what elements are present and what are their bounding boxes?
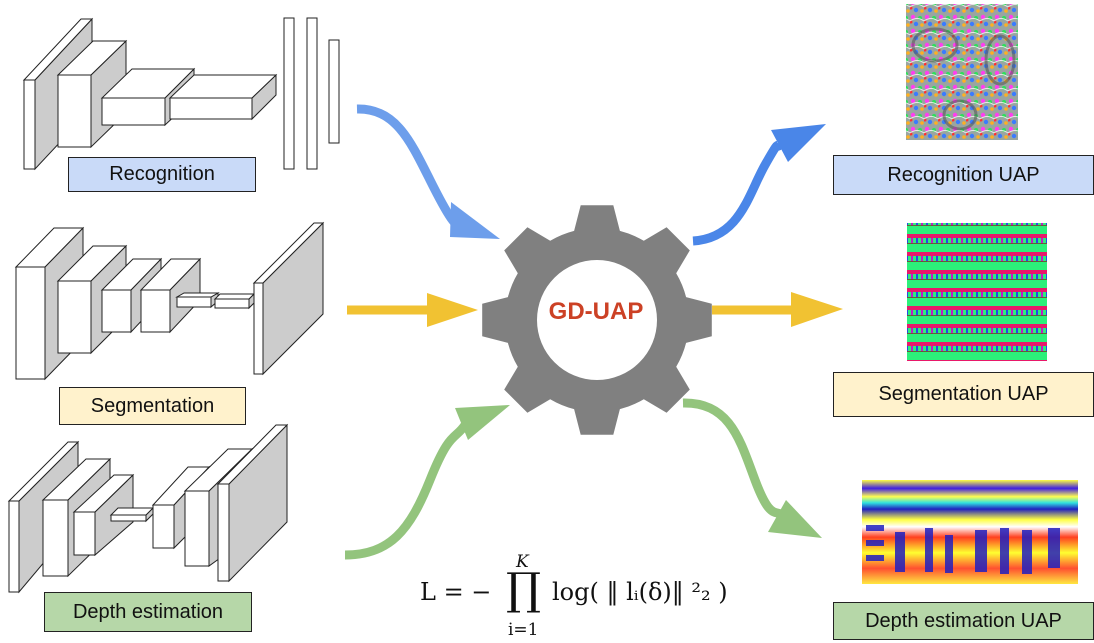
segmentation-label: Segmentation bbox=[59, 387, 246, 425]
gear-icon bbox=[482, 205, 712, 435]
recognition-network bbox=[22, 17, 340, 171]
recognition-uap-label: Recognition UAP bbox=[833, 155, 1094, 195]
arrow-depth-in bbox=[344, 405, 510, 560]
gear-body bbox=[482, 205, 712, 435]
depth-network bbox=[7, 423, 289, 594]
formula-lhs: L = − bbox=[420, 578, 492, 606]
depth-estimation-uap-label: Depth estimation UAP bbox=[833, 602, 1094, 640]
formula-product-symbol: ∏ bbox=[506, 564, 542, 615]
segmentation-uap-label: Segmentation UAP bbox=[833, 372, 1094, 417]
depth-estimation-label: Depth estimation bbox=[44, 592, 252, 632]
segmentation-network bbox=[14, 221, 325, 381]
formula-upper-limit: K bbox=[516, 552, 529, 572]
recognition-uap-image bbox=[906, 4, 1018, 140]
arrow-segmentation-out bbox=[712, 292, 843, 327]
formula-lower-limit: i=1 bbox=[508, 620, 539, 640]
segmentation-uap-image bbox=[907, 223, 1047, 361]
depth-uap-image bbox=[862, 480, 1078, 584]
arrow-recognition-out bbox=[692, 124, 826, 246]
arrow-depth-out bbox=[682, 398, 822, 538]
arrow-recognition-in bbox=[356, 104, 500, 239]
arrow-segmentation-in bbox=[347, 293, 478, 327]
recognition-label: Recognition bbox=[68, 157, 256, 192]
gd-uap-title: GD-UAP bbox=[548, 298, 644, 325]
formula-body: log( ‖ lᵢ(δ)‖ ²₂ ) bbox=[552, 578, 728, 606]
